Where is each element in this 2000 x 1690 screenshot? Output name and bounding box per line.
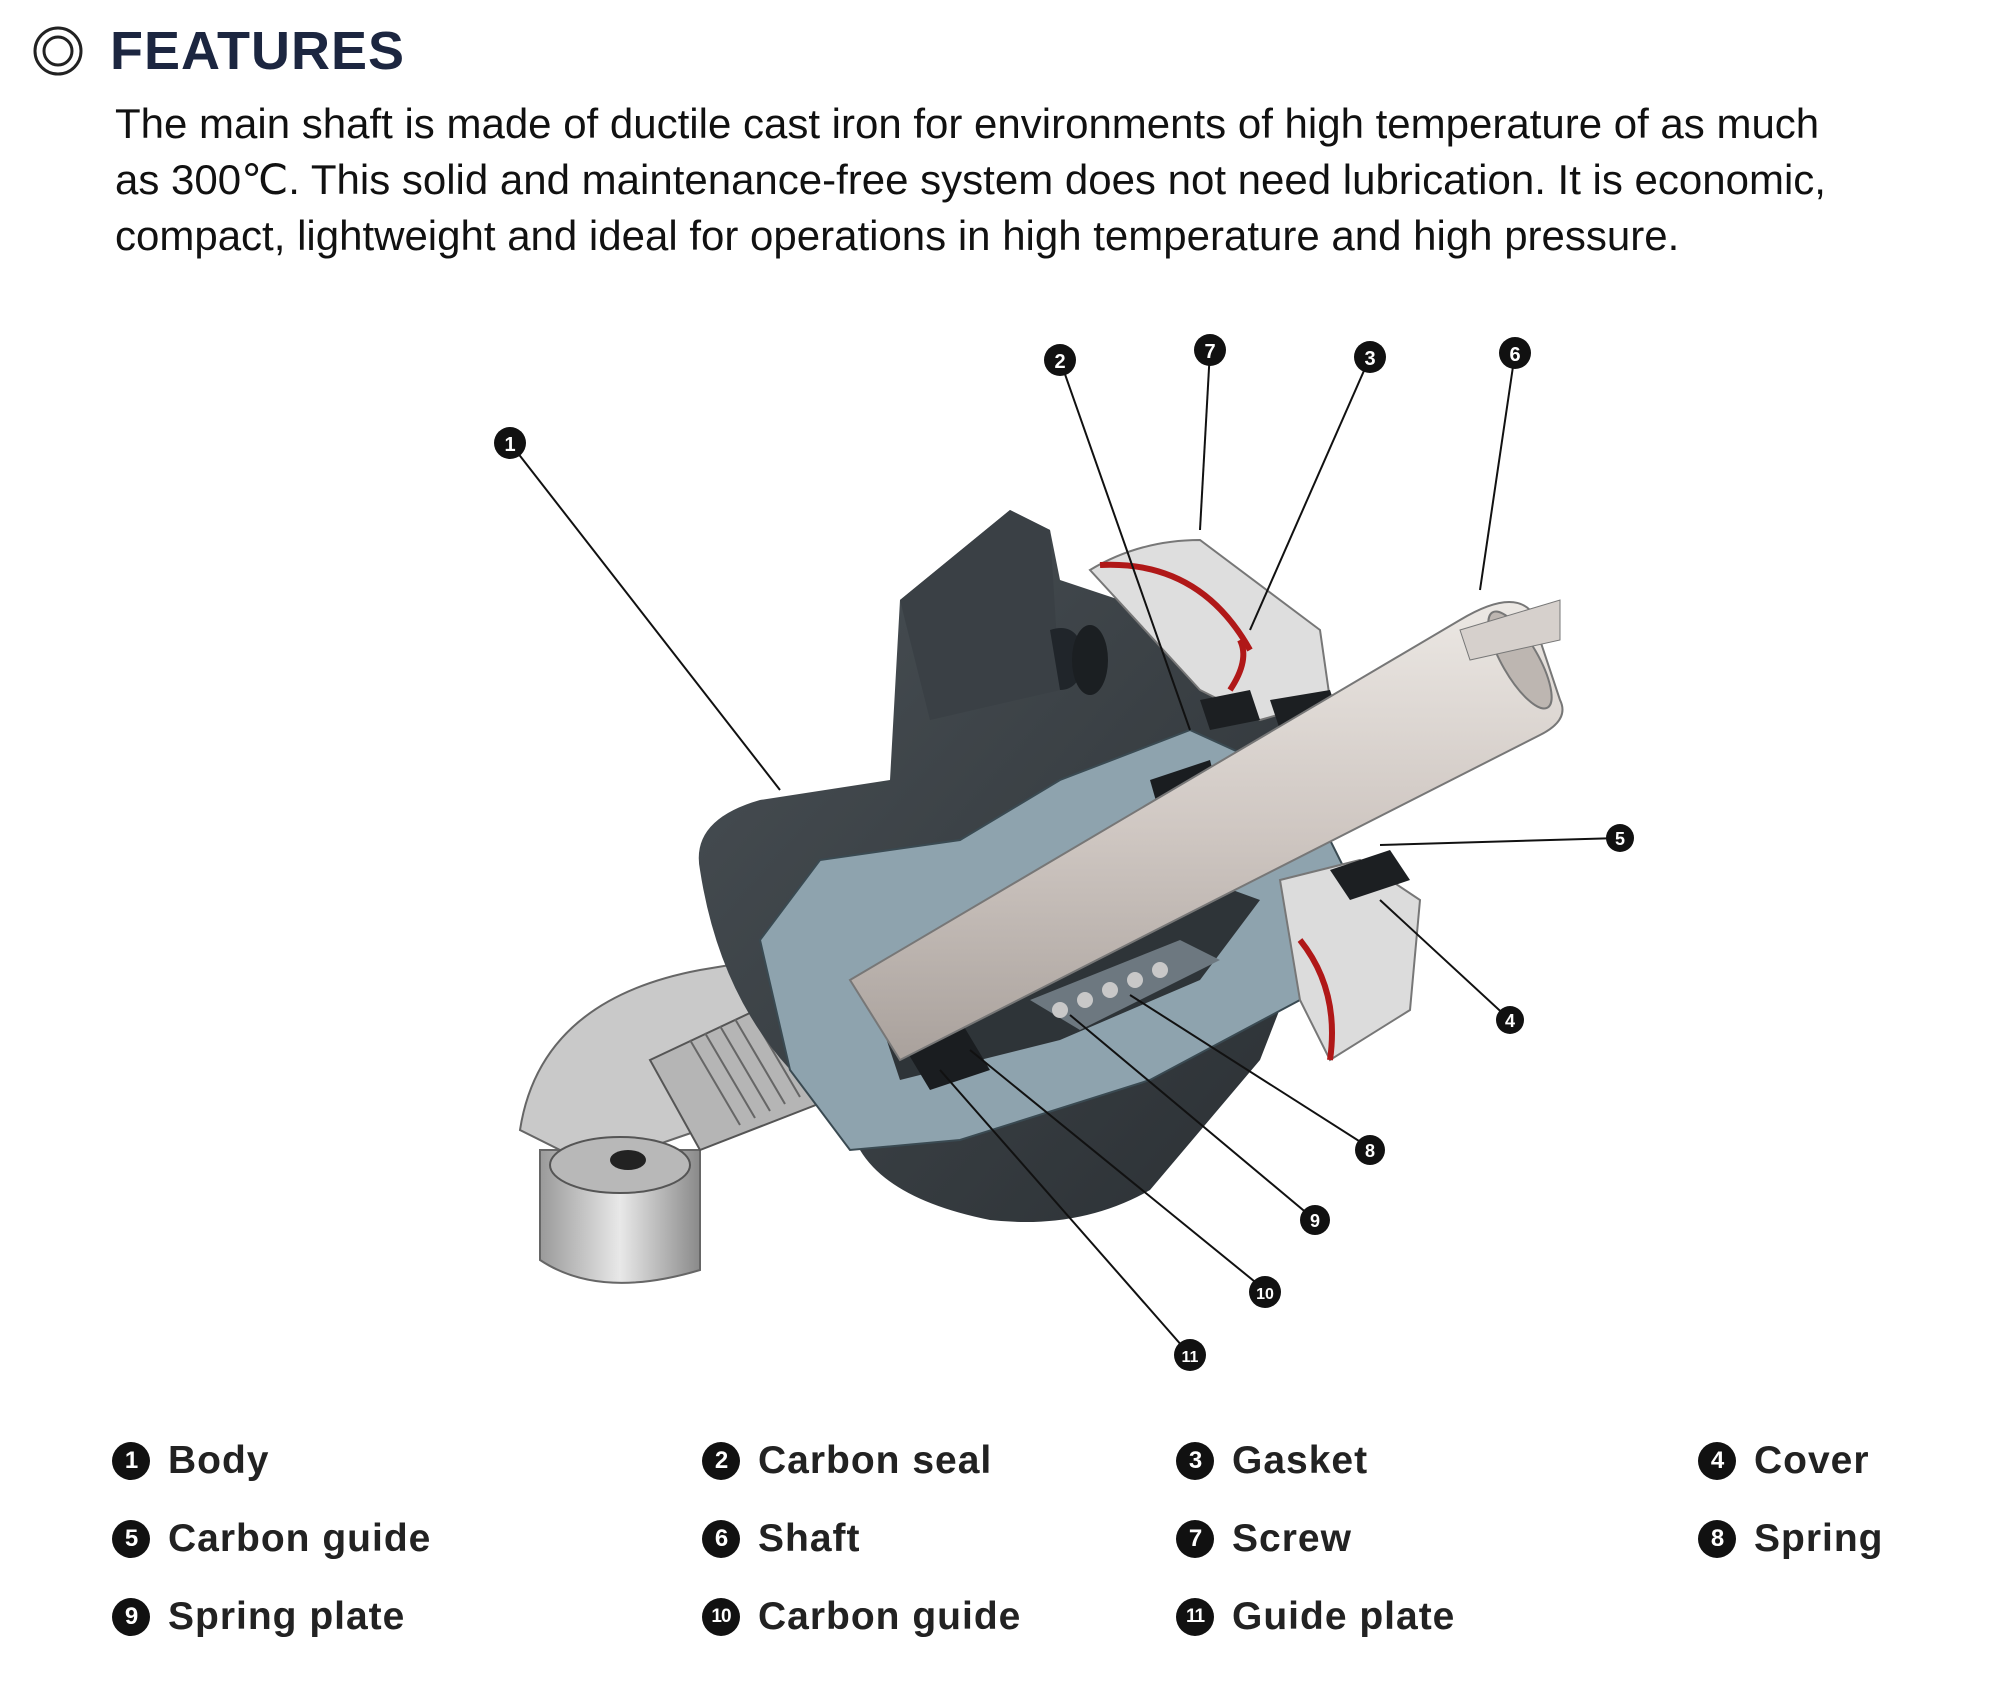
svg-text:11: 11	[1182, 1349, 1199, 1366]
svg-text:6: 6	[1509, 344, 1520, 366]
svg-text:4: 4	[1505, 1011, 1515, 1031]
callout-3: 3	[1354, 341, 1386, 373]
callout-5: 5	[1606, 824, 1634, 852]
svg-text:1: 1	[504, 434, 515, 456]
callout-2: 2	[1044, 344, 1076, 376]
callout-1: 1	[494, 427, 526, 459]
svg-text:5: 5	[1615, 829, 1625, 849]
svg-text:10: 10	[1256, 1286, 1274, 1303]
callout-4: 4	[1496, 1006, 1524, 1034]
description: The main shaft is made of ductile cast i…	[115, 96, 1995, 264]
description-line: as 300℃. This solid and maintenance-free…	[115, 156, 1826, 203]
callout-10: 10	[1249, 1276, 1281, 1308]
shaft-part	[848, 599, 1564, 1062]
svg-text:8: 8	[1365, 1141, 1375, 1161]
description-line: compact, lightweight and ideal for opera…	[115, 212, 1680, 259]
callout-9: 9	[1300, 1205, 1330, 1235]
callout-8: 8	[1355, 1135, 1385, 1165]
diagram-callouts: 1 2 7 3 6 5 4 8 9 10 11	[494, 334, 1634, 1371]
svg-text:3: 3	[1364, 348, 1375, 370]
svg-text:7: 7	[1204, 341, 1215, 363]
callout-7: 7	[1194, 334, 1226, 366]
page-title: FEATURES	[110, 21, 406, 81]
description-line: The main shaft is made of ductile cast i…	[115, 100, 1820, 147]
callout-6: 6	[1499, 337, 1531, 369]
leader-lines	[509, 349, 1621, 1356]
callout-11: 11	[1174, 1339, 1206, 1371]
bullseye-icon	[33, 26, 83, 76]
svg-text:2: 2	[1054, 351, 1065, 373]
svg-text:9: 9	[1310, 1211, 1320, 1231]
features-header: FEATURES	[32, 20, 405, 82]
cover-part	[1278, 850, 1422, 1062]
